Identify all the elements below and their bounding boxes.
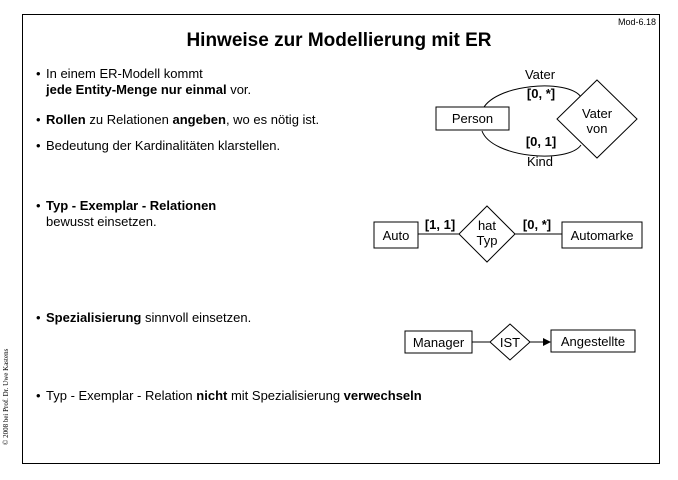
text-run: In einem ER-Modell kommt <box>46 66 203 81</box>
bullet-entity-once: • In einem ER-Modell kommt jede Entity-M… <box>36 66 251 98</box>
entity-person-label: Person <box>452 111 493 126</box>
bullet-dot: • <box>36 198 41 213</box>
text-run-bold: Typ - Exemplar - Relationen <box>46 198 217 213</box>
relation-hat-typ-label-2: Typ <box>477 233 498 248</box>
bullet-line: jede Entity-Menge nur einmal vor. <box>46 82 251 97</box>
bullet-dot: • <box>36 388 41 403</box>
entity-angestellte-label: Angestellte <box>561 334 625 349</box>
text-run: vor. <box>226 82 252 97</box>
relation-hat-typ-label-1: hat <box>478 218 496 233</box>
bullet-text: Rollen zu Relationen angeben, wo es nöti… <box>46 112 319 128</box>
slide-title: Hinweise zur Modellierung mit ER <box>186 30 492 51</box>
arrowhead-icon <box>543 338 551 346</box>
role-edge-vater <box>481 85 582 112</box>
cardinality-vater: [0, *] <box>527 86 555 101</box>
text-run: , wo es nötig ist. <box>225 112 320 127</box>
role-edge-kind <box>481 130 582 157</box>
bullet-line: In einem ER-Modell kommt <box>46 66 203 81</box>
role-vater-label: Vater <box>525 67 556 82</box>
entity-auto-label: Auto <box>383 228 410 243</box>
entity-manager-label: Manager <box>413 335 465 350</box>
cardinality-automarke: [0, *] <box>523 217 551 232</box>
bullet-not-confuse: • Typ - Exemplar - Relation nicht mit Sp… <box>36 388 422 404</box>
bullet-text: In einem ER-Modell kommt jede Entity-Men… <box>46 66 251 98</box>
relation-vater-von-label-2: von <box>587 121 608 136</box>
bullet-dot: • <box>36 66 41 81</box>
entity-person <box>435 106 510 131</box>
entity-automarke-label: Automarke <box>571 228 634 243</box>
bullet-text: Typ - Exemplar - Relation nicht mit Spez… <box>46 388 422 404</box>
role-kind-label: Kind <box>527 154 553 169</box>
cardinality-auto: [1, 1] <box>425 217 455 232</box>
relation-ist-label: IST <box>500 335 520 350</box>
text-run: Bedeutung der Kardinalitäten klarstellen… <box>46 138 281 153</box>
entity-angestellte <box>550 329 636 353</box>
entity-manager <box>404 330 473 354</box>
text-run-bold: angeben <box>172 112 226 127</box>
bullet-text: Spezialisierung sinnvoll einsetzen. <box>46 310 251 326</box>
text-run: sinnvoll einsetzen. <box>141 310 252 325</box>
bullet-dot: • <box>36 138 41 153</box>
slide-frame <box>22 14 660 464</box>
text-run: bewusst einsetzen. <box>46 214 157 229</box>
text-run-bold: verwechseln <box>343 388 422 403</box>
text-run-bold: nicht <box>196 388 228 403</box>
bullet-type-instance: • Typ - Exemplar - Relationen bewusst ei… <box>36 198 216 230</box>
slide-id: Mod-6.18 <box>617 17 656 27</box>
text-run: Typ - Exemplar - Relation <box>46 388 197 403</box>
er-recursive-diagram: Person Vater von Vater [0, *] [0, 1] Kin… <box>435 67 638 169</box>
er-type-instance-diagram: Auto hat Typ Automarke [1, 1] [0, *] <box>373 205 643 263</box>
text-run: mit Spezialisierung <box>227 388 344 403</box>
relation-hat-typ <box>458 205 516 263</box>
text-run-bold: Rollen <box>46 112 86 127</box>
text-run: zu Relationen <box>85 112 173 127</box>
relation-vater-von-label-1: Vater <box>582 106 613 121</box>
bullet-dot: • <box>36 112 41 127</box>
bullet-text: Bedeutung der Kardinalitäten klarstellen… <box>46 138 280 154</box>
relation-ist <box>489 323 531 361</box>
bullet-cardinalities: • Bedeutung der Kardinalitäten klarstell… <box>36 138 280 154</box>
text-run-bold: Spezialisierung <box>46 310 142 325</box>
entity-automarke <box>561 221 643 249</box>
cardinality-kind: [0, 1] <box>526 134 556 149</box>
relation-vater-von <box>556 79 638 159</box>
text-run-bold: jede Entity-Menge nur einmal <box>46 82 227 97</box>
bullet-specialization: • Spezialisierung sinnvoll einsetzen. <box>36 310 251 326</box>
er-specialization-diagram: Manager IST Angestellte <box>404 323 636 361</box>
entity-auto <box>373 221 419 249</box>
bullet-text: Typ - Exemplar - Relationen bewusst eins… <box>46 198 216 230</box>
bullet-dot: • <box>36 310 41 325</box>
bullet-roles: • Rollen zu Relationen angeben, wo es nö… <box>36 112 319 128</box>
